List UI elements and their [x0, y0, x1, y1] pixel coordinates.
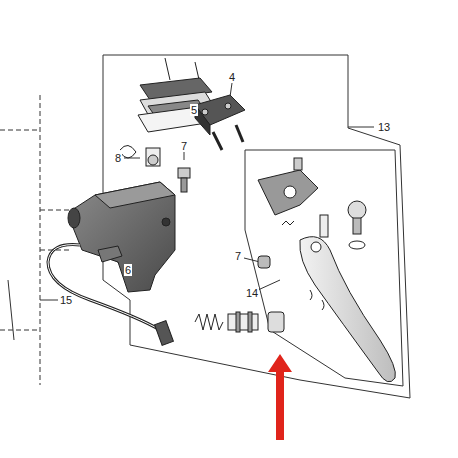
callout-number: 4	[228, 71, 236, 83]
red-arrow	[268, 354, 292, 440]
callout-number: 7	[180, 140, 188, 152]
callout-number: 6	[124, 264, 132, 276]
callout-number: 13	[377, 121, 391, 133]
callout-number: 14	[245, 287, 259, 299]
callout-number: 15	[59, 294, 73, 306]
callout-number: 5	[190, 104, 198, 116]
callout-number: 7	[234, 250, 242, 262]
callout-number: 8	[114, 152, 122, 164]
